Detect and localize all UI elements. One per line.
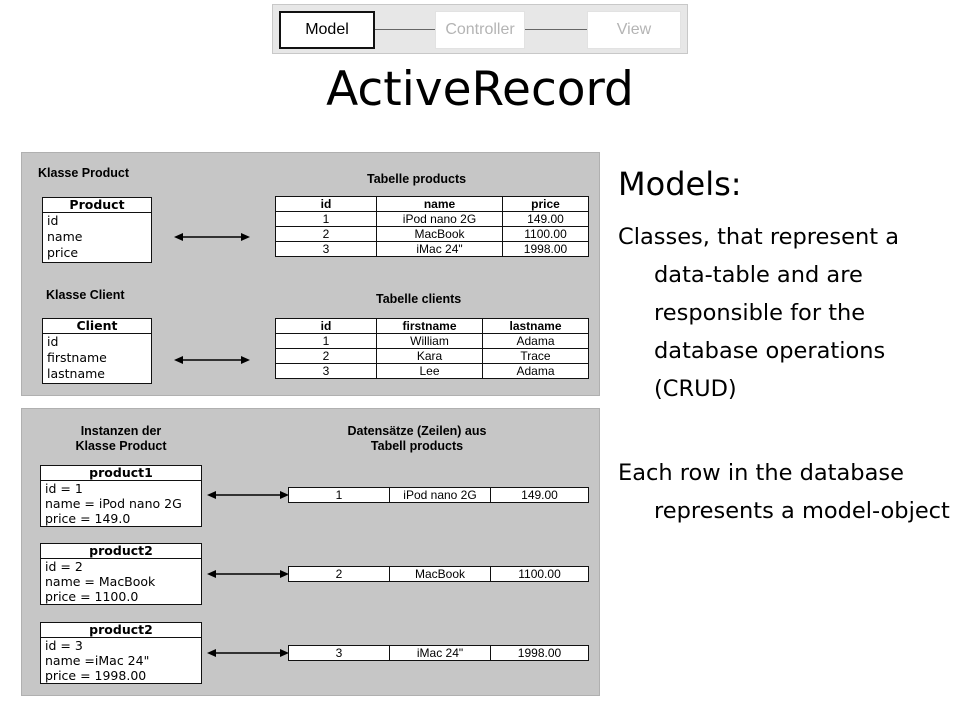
cell: MacBook xyxy=(376,226,503,242)
table-row: 2 Kara Trace xyxy=(275,348,589,364)
instance-field: price = 149.0 xyxy=(45,511,131,526)
table-header: firstname xyxy=(376,318,483,334)
double-arrow-icon xyxy=(207,491,289,499)
instance-row-diagram: Instanzen der Klasse Product Datensätze … xyxy=(21,408,600,696)
instance-box: product2 id = 3 name =iMac 24" price = 1… xyxy=(40,622,202,684)
cell: MacBook xyxy=(389,566,491,582)
class2-box: Client id firstname lastname xyxy=(42,318,152,384)
instance-field: id = 1 xyxy=(45,481,83,496)
cell: Adama xyxy=(482,333,589,349)
instance-name: product2 xyxy=(41,544,201,559)
cell: Lee xyxy=(376,363,483,379)
page-title: ActiveRecord xyxy=(326,62,634,117)
cell: Adama xyxy=(482,363,589,379)
class2-title: Klasse Client xyxy=(46,288,125,302)
table-row: 1 iPod nano 2G 149.00 xyxy=(288,487,589,503)
instance-field: name = iPod nano 2G xyxy=(45,496,182,511)
cell: 2 xyxy=(275,226,377,242)
cell: 1 xyxy=(275,333,377,349)
table-row: 1 William Adama xyxy=(275,333,589,349)
instance-field: id = 3 xyxy=(45,638,83,653)
records-title-line: Datensätze (Zeilen) aus xyxy=(347,424,487,438)
cell: 1998.00 xyxy=(490,645,589,661)
table-header: price xyxy=(502,196,589,212)
class1-box: Product id name price xyxy=(42,197,152,263)
table-row: 3 iMac 24" 1998.00 xyxy=(288,645,589,661)
instance-field: price = 1100.0 xyxy=(45,589,139,604)
class2-field: id xyxy=(47,334,59,349)
class-table-diagram: Klasse Product Product id name price Tab… xyxy=(21,152,600,396)
cell: William xyxy=(376,333,483,349)
nav-controller[interactable]: Controller xyxy=(435,11,525,49)
table-row: 3 iMac 24" 1998.00 xyxy=(275,241,589,257)
cell: 1100.00 xyxy=(490,566,589,582)
instances-title-line: Instanzen der xyxy=(80,424,162,438)
instance-field: price = 1998.00 xyxy=(45,668,147,683)
class1-field: name xyxy=(47,229,83,244)
table-row: 1 iPod nano 2G 149.00 xyxy=(275,211,589,227)
class1-name: Product xyxy=(43,198,151,213)
table-row: 2 MacBook 1100.00 xyxy=(288,566,589,582)
table2-title: Tabelle clients xyxy=(376,292,462,306)
class1-title: Klasse Product xyxy=(38,166,130,180)
table-row: 3 Lee Adama xyxy=(275,363,589,379)
record-row: 2 MacBook 1100.00 xyxy=(288,566,589,582)
table-header: id xyxy=(275,318,377,334)
cell: Kara xyxy=(376,348,483,364)
record-row: 3 iMac 24" 1998.00 xyxy=(288,645,589,661)
table-header: name xyxy=(376,196,503,212)
instance-field: id = 2 xyxy=(45,559,83,574)
double-arrow-icon xyxy=(174,233,250,241)
cell: 2 xyxy=(275,348,377,364)
instances-title-line: Klasse Product xyxy=(75,439,167,453)
double-arrow-icon xyxy=(207,649,289,657)
models-heading: Models: xyxy=(618,165,742,203)
instance-name: product2 xyxy=(41,623,201,638)
cell: 1100.00 xyxy=(502,226,589,242)
cell: 149.00 xyxy=(502,211,589,227)
cell: 2 xyxy=(288,566,390,582)
cell: 1 xyxy=(288,487,390,503)
cell: 149.00 xyxy=(490,487,589,503)
cell: iPod nano 2G xyxy=(389,487,491,503)
table-row: 2 MacBook 1100.00 xyxy=(275,226,589,242)
nav-model[interactable]: Model xyxy=(279,11,375,49)
cell: 1998.00 xyxy=(502,241,589,257)
instance-field: name = MacBook xyxy=(45,574,156,589)
instance-field: name =iMac 24" xyxy=(45,653,150,668)
records-title-line: Tabell products xyxy=(370,439,464,453)
instances-title: Instanzen der Klasse Product xyxy=(56,424,186,454)
cell: Trace xyxy=(482,348,589,364)
cell: 3 xyxy=(275,363,377,379)
double-arrow-icon xyxy=(207,570,289,578)
products-table: id name price 1 iPod nano 2G 149.00 2 Ma… xyxy=(275,196,589,257)
nav-connector xyxy=(525,29,587,30)
class2-field: firstname xyxy=(47,350,107,365)
table-header: id xyxy=(275,196,377,212)
cell: 3 xyxy=(288,645,390,661)
clients-table: id firstname lastname 1 William Adama 2 … xyxy=(275,318,589,379)
class2-name: Client xyxy=(43,319,151,334)
class1-field: id xyxy=(47,213,59,228)
models-description: Classes, that represent a data-table and… xyxy=(618,224,899,402)
class2-field: lastname xyxy=(47,366,105,381)
table-header: lastname xyxy=(482,318,589,334)
cell: iMac 24" xyxy=(376,241,503,257)
instance-box: product2 id = 2 name = MacBook price = 1… xyxy=(40,543,202,605)
instance-box: product1 id = 1 name = iPod nano 2G pric… xyxy=(40,465,202,527)
class1-field: price xyxy=(47,245,79,260)
records-title: Datensätze (Zeilen) aus Tabell products xyxy=(332,424,502,454)
double-arrow-icon xyxy=(174,356,250,364)
cell: iMac 24" xyxy=(389,645,491,661)
cell: iPod nano 2G xyxy=(376,211,503,227)
record-row: 1 iPod nano 2G 149.00 xyxy=(288,487,589,503)
instance-name: product1 xyxy=(41,466,201,481)
table1-title: Tabelle products xyxy=(367,172,467,186)
cell: 3 xyxy=(275,241,377,257)
mvc-nav: Model Controller View xyxy=(272,4,688,54)
row-description: Each row in the database represents a mo… xyxy=(618,460,950,524)
cell: 1 xyxy=(275,211,377,227)
nav-connector xyxy=(375,29,435,30)
nav-view[interactable]: View xyxy=(587,11,681,49)
